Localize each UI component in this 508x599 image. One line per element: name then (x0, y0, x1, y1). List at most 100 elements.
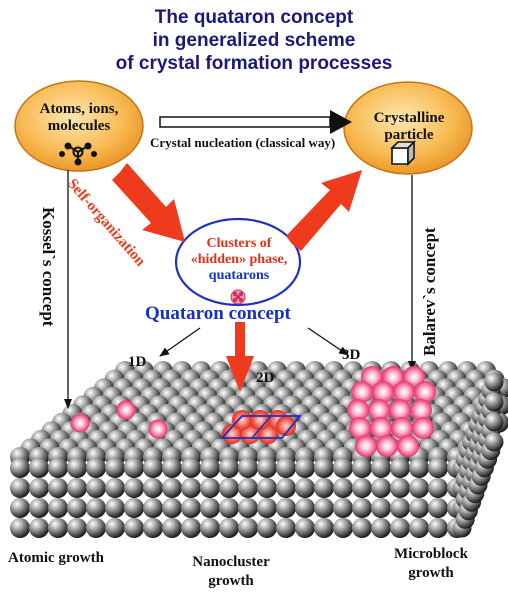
nucleation-arrow (159, 110, 352, 134)
nucleation-label: Crystal nucleation (classical way) (150, 135, 336, 150)
lattice-sphere (162, 518, 182, 538)
lattice-sphere (314, 498, 334, 518)
adatom (148, 419, 168, 439)
lattice-sphere (48, 478, 68, 498)
adatom (116, 400, 136, 420)
atomic-growth-label: Atomic growth (8, 550, 104, 566)
lattice-sphere (238, 478, 258, 498)
lattice-sphere (29, 498, 49, 518)
crystal-line-1: Crystalline (373, 110, 445, 126)
clusters-ellipse (174, 217, 302, 307)
lattice-sphere (409, 458, 429, 478)
nanocluster-growth-label: Nanocluster growth (176, 553, 286, 591)
lattice-sphere (124, 498, 144, 518)
lattice-sphere (48, 498, 68, 518)
lattice-sphere (200, 458, 220, 478)
nanocluster-sphere (232, 410, 252, 430)
microblock-sphere (372, 381, 394, 403)
lattice-sphere (276, 498, 296, 518)
lattice-sphere (29, 518, 49, 538)
lattice-sphere (333, 498, 353, 518)
microblock-sphere (349, 417, 371, 439)
lattice-sphere (352, 518, 372, 538)
clusters-line-1: Clusters of (206, 236, 272, 251)
lattice-sphere (428, 458, 448, 478)
lattice-overlay (70, 366, 436, 457)
kossel-concept-label: Kossel`s concept (39, 207, 58, 327)
lattice-sphere (409, 498, 429, 518)
lattice-sphere (428, 518, 448, 538)
microblock-sphere (370, 417, 392, 439)
lattice-sphere (276, 478, 296, 498)
microblock-sphere (412, 417, 434, 439)
nanocluster-sphere (250, 410, 270, 430)
lattice-sphere (257, 498, 277, 518)
lattice-sphere (86, 458, 106, 478)
crystal-node: Crystalline particle (350, 110, 468, 144)
lattice-sphere (219, 478, 239, 498)
lattice-sphere (295, 518, 315, 538)
lattice-sphere (314, 518, 334, 538)
microblock-sphere (410, 399, 432, 421)
lattice-sphere (257, 458, 277, 478)
clusters-line-2: «hidden» phase, (190, 252, 288, 267)
lattice-sphere (143, 518, 163, 538)
lattice-sphere (484, 432, 504, 452)
lattice-sphere (276, 458, 296, 478)
microblock-sphere (393, 381, 415, 403)
lattice-sphere (219, 458, 239, 478)
lattice-sphere (484, 412, 504, 432)
lattice-sphere (484, 372, 504, 392)
balarev-concept-label: Balarev`s concept (420, 227, 439, 356)
lattice-sphere (162, 478, 182, 498)
lattice-sphere (295, 458, 315, 478)
nanocluster-sphere (276, 416, 296, 436)
lattice-sphere (371, 498, 391, 518)
microblock-sphere (347, 399, 369, 421)
lattice-sphere (200, 498, 220, 518)
lattice-sphere (333, 458, 353, 478)
lattice-sphere (371, 478, 391, 498)
nanocluster-line-2: growth (208, 573, 254, 589)
lattice-sphere (143, 498, 163, 518)
lattice-sphere (10, 478, 30, 498)
lattice-sphere (352, 478, 372, 498)
lattice-sphere (105, 498, 125, 518)
lattice-sphere (105, 478, 125, 498)
lattice-sphere (333, 518, 353, 538)
lattice-sphere (219, 498, 239, 518)
lattice-sphere (219, 518, 239, 538)
lattice-sphere (181, 478, 201, 498)
lattice-sphere (409, 518, 429, 538)
lattice-sphere (162, 458, 182, 478)
lattice-sphere (314, 458, 334, 478)
lattice-sphere (371, 518, 391, 538)
lattice-sphere (238, 518, 258, 538)
atoms-oval (14, 80, 144, 172)
lattice-sphere (29, 478, 49, 498)
title-line-3: of crystal formation processes (115, 53, 393, 74)
microblock-sphere (351, 381, 373, 403)
lattice-sphere (181, 458, 201, 478)
microblock-sphere (376, 435, 398, 457)
microblock-sphere (355, 435, 377, 457)
lattice-sphere (390, 518, 410, 538)
lattice-sphere (371, 458, 391, 478)
lattice-sphere (333, 478, 353, 498)
nanocluster-outline (219, 415, 302, 439)
lattice-sphere (200, 518, 220, 538)
lattice-sphere (352, 498, 372, 518)
lattice-sphere (238, 498, 258, 518)
lattice-sphere (428, 478, 448, 498)
quataron-concept-label: Quataron concept (145, 303, 291, 324)
lattice-sphere (10, 498, 30, 518)
lattice-sphere (162, 498, 182, 518)
lattice-sphere (295, 498, 315, 518)
crystal-line-2: particle (384, 127, 434, 143)
cube-icon (390, 140, 416, 166)
lattice-sphere (86, 518, 106, 538)
lattice-sphere (143, 478, 163, 498)
microblock-growth-label: Microblock growth (376, 545, 486, 583)
lattice-sphere (67, 458, 87, 478)
lattice-sphere (390, 498, 410, 518)
